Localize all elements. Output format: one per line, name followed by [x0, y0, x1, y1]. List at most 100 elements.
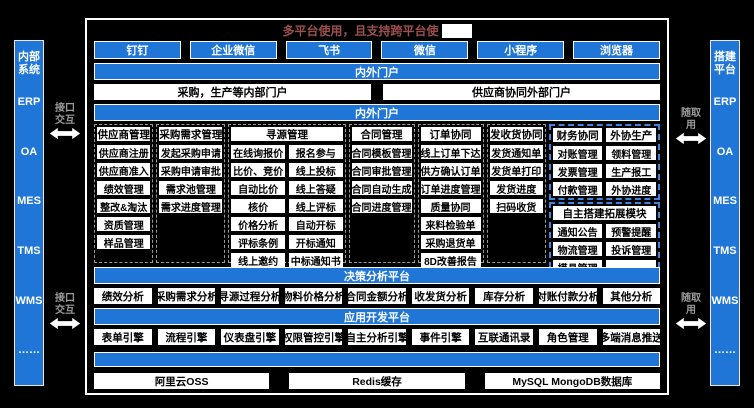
module-item: 比价、竞价 [231, 163, 285, 177]
module-column-header: 财务协同 [552, 128, 603, 142]
decision-analysis-row: 绩效分析采购需求分析寻源过程分析物料价格分析合同金额分析收发货分析库存分析对账付… [94, 288, 661, 304]
module-subcolumn: 外协生产领料管理生产报工外协进度 [606, 128, 656, 196]
module-item: 价格分析 [231, 217, 285, 231]
module-column: 寻源管理在线询报价比价、竞价自动比价核价价格分析评标条例线上邀约报名参与线上投标… [228, 124, 346, 267]
build-platform-title: 搭建平台 [714, 51, 736, 77]
decision-analysis-item: 物料价格分析 [284, 288, 343, 304]
decision-analysis-item: 其他分析 [602, 288, 661, 304]
main-frame: 多平台使用，且支持跨平台使 钉钉企业微信飞书微信小程序浏览器 内外门户 采购，生… [85, 18, 669, 395]
module-item: 资质管理 [97, 217, 151, 231]
engine-item: 自主分析引擎 [348, 329, 406, 345]
module-item: 绩效管理 [97, 181, 151, 195]
module-subcolumn: 在线询报价比价、竞价自动比价核价价格分析评标条例线上邀约 [231, 145, 285, 267]
engine-item: 权限管控引擎 [284, 329, 343, 345]
client-app-button: 小程序 [477, 41, 565, 59]
client-app-button: 企业微信 [189, 41, 277, 59]
storage-bar [94, 352, 660, 367]
decision-analysis-item: 绩效分析 [94, 288, 152, 304]
external-portal-box: 供应商协同外部门户 [383, 84, 660, 100]
module-item: 质量协同 [420, 199, 481, 213]
infrastructure-item: 阿里云OSS [94, 373, 270, 389]
module-item: 线上答疑 [288, 181, 343, 195]
module-item: 发票管理 [552, 164, 603, 178]
double-arrow-icon [49, 317, 81, 330]
module-column-header: 合同管理 [351, 127, 412, 141]
double-arrow-icon [675, 317, 707, 330]
module-column: 发收货协同发货通知单发货单打印发货进度扫码收货 [486, 124, 546, 263]
module-column: 供应商管理供应商注册供应商准入绩效管理整改&淘汰资质管理样品管理 [94, 124, 154, 263]
infrastructure-item: Redis缓存 [289, 373, 465, 389]
double-arrow-icon [49, 127, 81, 140]
interface-connector-top-left: 接口交互 [46, 103, 84, 140]
extension-group-header: 自主搭建拓展模块 [552, 206, 656, 220]
module-item: 开标通知 [288, 235, 343, 249]
main-portal-bar: 内外门户 [94, 104, 660, 121]
double-arrow-icon [675, 132, 707, 145]
internal-system-label: OA [20, 145, 38, 158]
module-item: 付款管理 [552, 182, 603, 196]
module-item: 预警提醒 [606, 224, 656, 238]
engine-item: 流程引擎 [157, 329, 216, 345]
decision-analysis-item: 库存分析 [475, 288, 533, 304]
module-item: 自动比价 [231, 181, 285, 195]
module-item: 供应商注册 [97, 145, 151, 159]
infrastructure-item: MySQL MongoDB数据库 [484, 373, 660, 389]
module-item: 采购退货单 [420, 235, 481, 249]
internal-systems-list: ERP OA MES TMS WMS …… [16, 77, 43, 375]
decision-analysis-item: 收发货分析 [411, 288, 470, 304]
module-item: 发起采购申请 [159, 145, 223, 159]
module-item: 投诉管理 [606, 242, 656, 256]
module-column-header: 寻源管理 [231, 127, 343, 141]
connector-label: 随取用 [681, 108, 701, 131]
right-module-group: 财务协同对账管理发票管理付款管理外协生产领料管理生产报工外协进度自主搭建拓展模块… [548, 124, 660, 278]
internal-system-label: ERP [17, 96, 41, 109]
module-item: 整改&淘汰 [97, 199, 151, 213]
engine-item: 角色管理 [538, 329, 597, 345]
internal-system-label: WMS [15, 294, 43, 307]
internal-systems-title: 内部系统 [18, 51, 40, 77]
module-item: 合同审批管理 [351, 163, 412, 177]
module-column-header: 订单协同 [420, 127, 481, 141]
internal-systems-panel: 内部系统 ERP OA MES TMS WMS …… [14, 40, 44, 386]
internal-system-label: …… [17, 344, 40, 357]
module-item: 线上投标 [288, 163, 343, 177]
module-item: 需求池管理 [159, 181, 223, 195]
connector-label: 接口交互 [55, 293, 75, 316]
module-item: 评标条例 [231, 235, 285, 249]
module-column-header: 外协生产 [606, 128, 656, 142]
module-item: 对账管理 [552, 146, 603, 160]
module-item: 发货单打印 [489, 163, 543, 177]
module-item: 中标通知书 [288, 253, 343, 267]
module-item: 通知公告 [552, 224, 603, 238]
extension-pair-row: 通知公告预警提醒 [552, 224, 656, 238]
module-item: 8D改善报告 [420, 253, 481, 267]
module-item: 线上订单下达 [420, 145, 481, 159]
module-item: 采购申请审批 [159, 163, 223, 177]
module-column-header: 供应商管理 [97, 127, 151, 141]
module-item: 合同自动生成 [351, 181, 412, 195]
interface-connector-bottom-left: 接口交互 [46, 293, 84, 330]
module-item: 发货进度 [489, 181, 543, 195]
engine-item: 互联通讯录 [475, 329, 533, 345]
portal-bar: 内外门户 [94, 63, 660, 80]
client-app-button: 微信 [381, 41, 469, 59]
module-item: 核价 [231, 199, 285, 213]
module-item: 来料检验单 [420, 217, 481, 231]
engine-item: 表单引擎 [94, 329, 152, 345]
connector-label: 接口交互 [55, 103, 75, 126]
platform-system-label: WMS [711, 294, 739, 307]
internal-system-label: MES [17, 195, 41, 208]
module-item: 发货通知单 [489, 145, 543, 159]
module-item: 线上邀约 [231, 253, 285, 267]
platform-system-label: TMS [713, 244, 737, 257]
finance-outsourcing-columns: 财务协同对账管理发票管理付款管理外协生产领料管理生产报工外协进度 [552, 128, 656, 196]
diagram-title: 多平台使用，且支持跨平台使 [92, 21, 662, 40]
decision-analysis-item: 寻源过程分析 [221, 288, 279, 304]
module-item: 外协进度 [606, 182, 656, 196]
internal-system-label: TMS [17, 244, 41, 257]
platform-system-label: MES [713, 195, 737, 208]
finance-outsourcing-group: 财务协同对账管理发票管理付款管理外协生产领料管理生产报工外协进度 [548, 124, 660, 200]
client-app-button: 飞书 [285, 41, 373, 59]
